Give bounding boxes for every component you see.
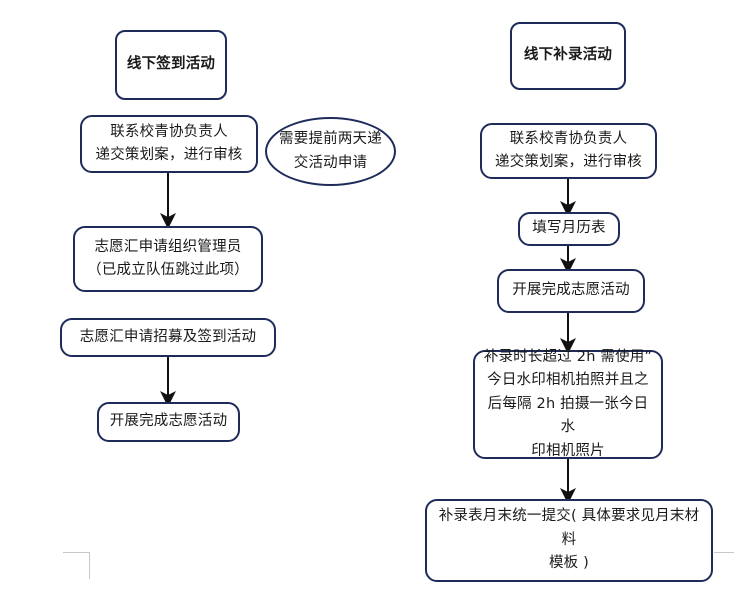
page-corner-mark-left bbox=[63, 552, 90, 579]
left-flow-note-label: 需要提前两天递 交活动申请 bbox=[279, 131, 382, 171]
right-flow-step-4-label: 补录时长超过 2h 需使用” 今日水印相机拍照并且之 后每隔 2h 拍摄一张今日… bbox=[483, 348, 653, 459]
left-flow-note-ellipse: 需要提前两天递 交活动申请 bbox=[265, 117, 396, 186]
left-flow-header-label: 线下签到活动 bbox=[126, 56, 216, 73]
left-flow-step-3-label: 志愿汇申请招募及签到活动 bbox=[79, 328, 257, 345]
page-corner-mark-right bbox=[714, 552, 734, 553]
right-flow-step-3-node: 开展完成志愿活动 bbox=[497, 269, 645, 313]
left-flow-step-2-node: 志愿汇申请组织管理员 （已成立队伍跳过此项） bbox=[73, 226, 263, 292]
left-flow-step-4-node: 开展完成志愿活动 bbox=[97, 402, 240, 442]
right-flow-header-label: 线下补录活动 bbox=[523, 47, 613, 64]
right-flow-step-3-label: 开展完成志愿活动 bbox=[512, 282, 630, 299]
left-flow-step-2-label: 志愿汇申请组织管理员 （已成立队伍跳过此项） bbox=[87, 238, 249, 278]
left-flow-step-3-node: 志愿汇申请招募及签到活动 bbox=[60, 318, 276, 357]
right-flow-step-2-label: 填写月历表 bbox=[532, 220, 606, 237]
right-flow-header-node: 线下补录活动 bbox=[510, 22, 626, 90]
right-flow-step-1-label: 联系校青协负责人 递交策划案，进行审核 bbox=[495, 130, 642, 170]
left-flow-header-node: 线下签到活动 bbox=[115, 30, 227, 100]
left-flow-step-1-node: 联系校青协负责人 递交策划案，进行审核 bbox=[80, 115, 258, 173]
right-flow-step-2-node: 填写月历表 bbox=[518, 212, 620, 246]
right-flow-step-5-label: 补录表月末统一提交( 具体要求见月末材料 模板 ) bbox=[438, 508, 700, 572]
right-flow-step-5-node: 补录表月末统一提交( 具体要求见月末材料 模板 ) bbox=[425, 499, 713, 582]
left-flow-step-1-label: 联系校青协负责人 递交策划案，进行审核 bbox=[95, 123, 243, 163]
right-flow-step-1-node: 联系校青协负责人 递交策划案，进行审核 bbox=[480, 123, 657, 179]
right-flow-step-4-node: 补录时长超过 2h 需使用” 今日水印相机拍照并且之 后每隔 2h 拍摄一张今日… bbox=[473, 349, 663, 459]
left-flow-step-4-label: 开展完成志愿活动 bbox=[109, 413, 228, 430]
